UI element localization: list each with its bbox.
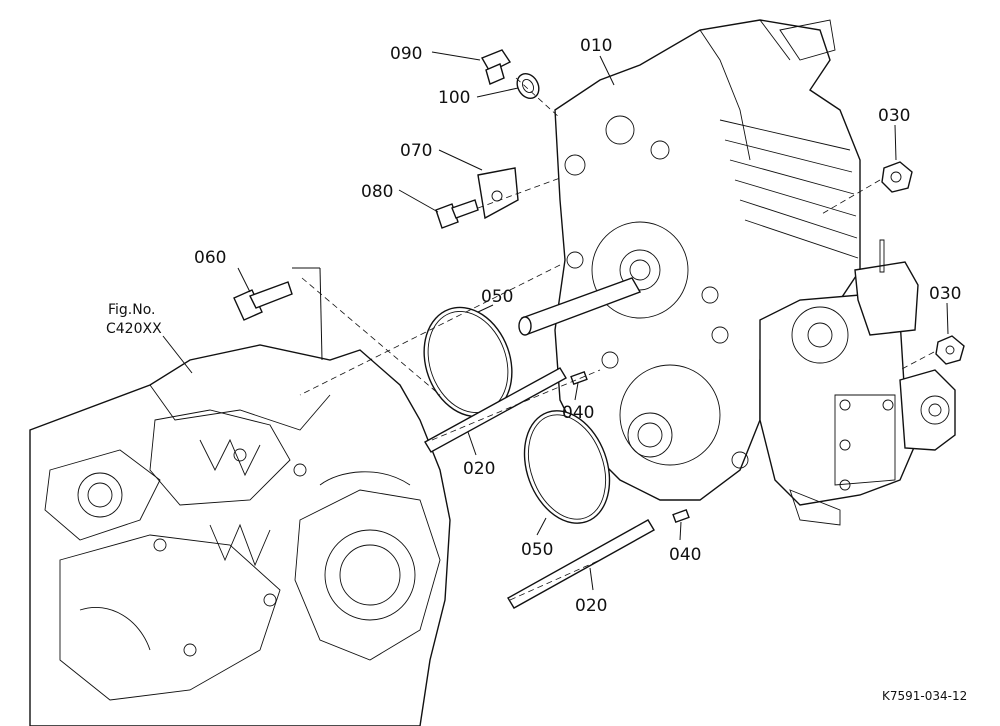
nut-030-upper <box>881 161 913 193</box>
callout-020-upper: 020 <box>463 459 495 479</box>
bracket-070 <box>477 167 519 220</box>
figure-ref-line2: C420XX <box>106 321 162 337</box>
pin-040-lower <box>672 508 690 524</box>
assembly-lines <box>299 77 935 601</box>
callout-030-upper: 030 <box>878 106 910 126</box>
callout-010: 010 <box>580 36 612 56</box>
callout-080: 080 <box>361 182 393 202</box>
callout-100: 100 <box>438 88 470 108</box>
input-shaft <box>518 277 642 336</box>
washer-100 <box>516 72 540 100</box>
callout-090: 090 <box>390 44 422 64</box>
drawing-code: K7591-034-12 <box>882 689 967 703</box>
stud-bolt-020-upper <box>424 367 567 453</box>
pin-040-upper <box>570 370 588 386</box>
stud-bolt-020-lower <box>507 519 655 609</box>
valve-block <box>759 239 956 526</box>
figure-ref-line1: Fig.No. <box>108 302 156 318</box>
leader-lines <box>162 51 949 591</box>
plug-090 <box>480 49 512 85</box>
callout-070: 070 <box>400 141 432 161</box>
callout-050-upper: 050 <box>481 287 513 307</box>
callout-050-lower: 050 <box>521 540 553 560</box>
bolt-080 <box>435 199 479 229</box>
callout-040-lower: 040 <box>669 545 701 565</box>
nut-030-lower <box>935 335 965 365</box>
bolt-060 <box>233 281 293 321</box>
gasket-050-lower <box>523 410 611 524</box>
callout-060: 060 <box>194 248 226 268</box>
callout-020-lower: 020 <box>575 596 607 616</box>
transmission-case <box>29 344 451 726</box>
callout-030-lower: 030 <box>929 284 961 304</box>
callout-040-upper: 040 <box>562 403 594 423</box>
